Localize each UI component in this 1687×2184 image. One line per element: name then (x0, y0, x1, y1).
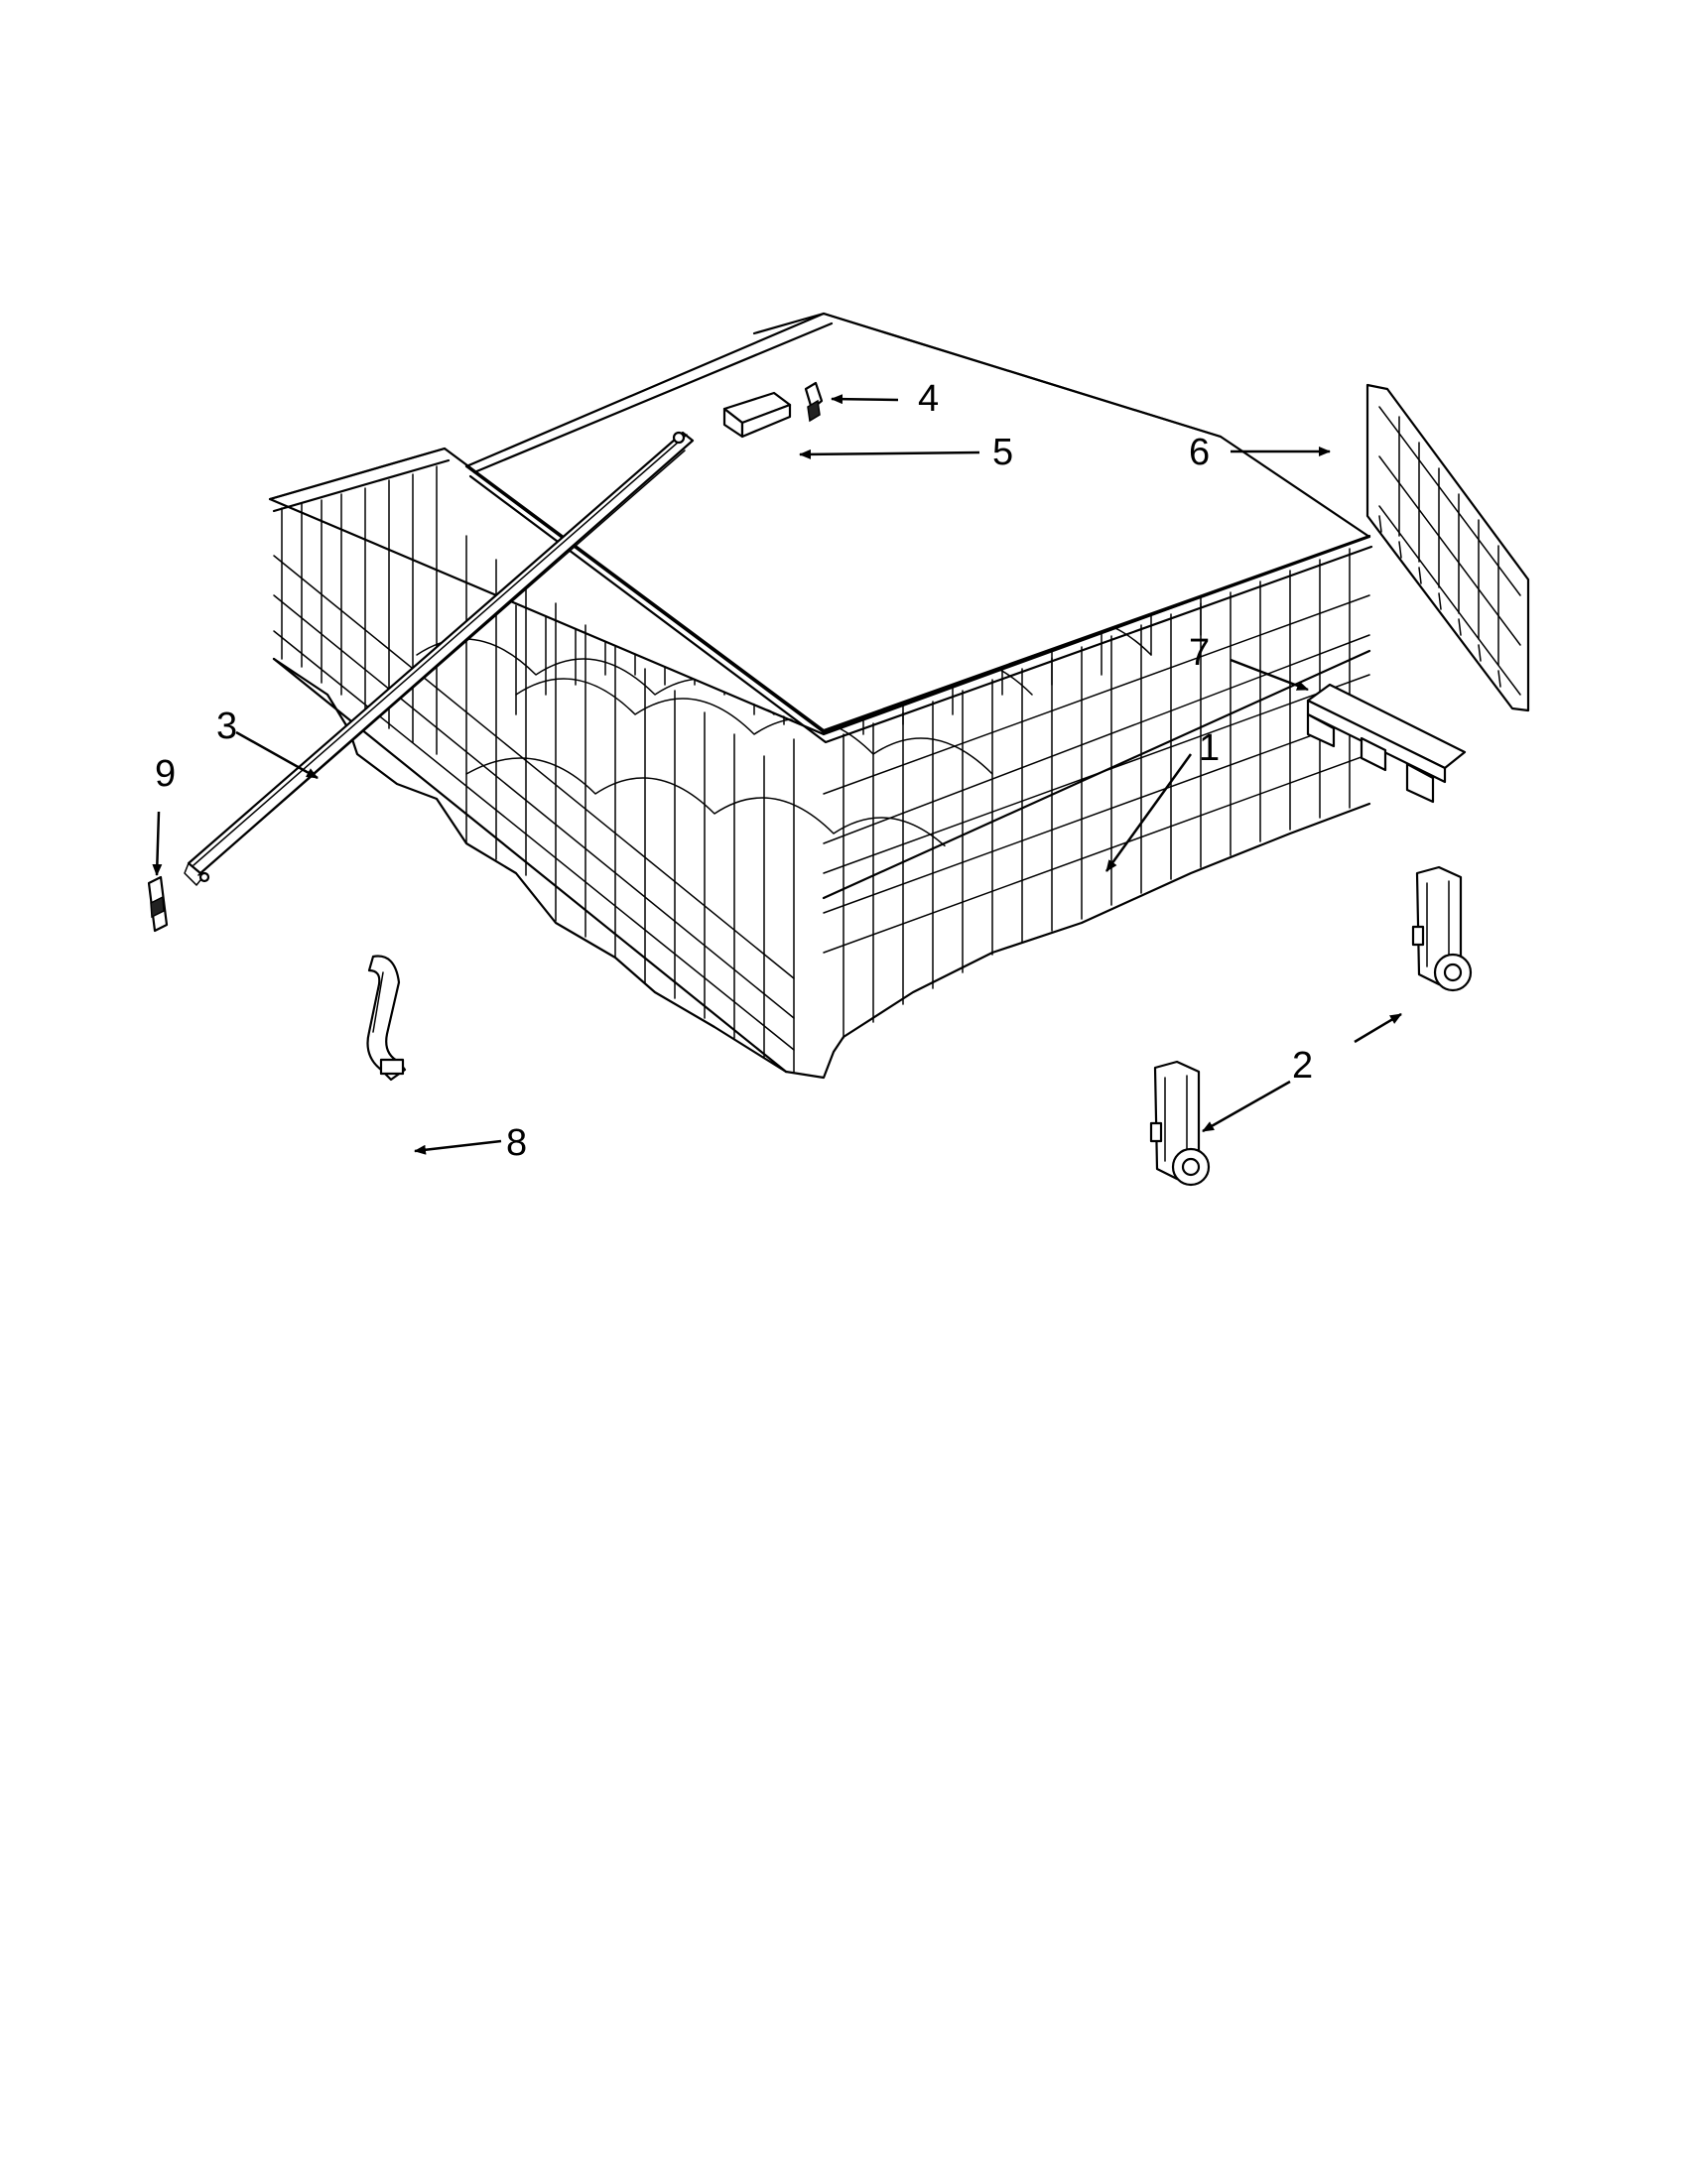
leader-2b (1354, 1012, 1402, 1044)
leader-1 (1104, 753, 1193, 872)
tine-clip (366, 955, 407, 1082)
callout-3: 3 (216, 706, 237, 747)
rack-adjuster-front (1149, 1060, 1211, 1187)
callout-5: 5 (992, 432, 1013, 473)
leader-9 (152, 811, 163, 876)
callout-4: 4 (918, 378, 939, 420)
rack-track-rail (184, 431, 695, 886)
leader-3 (235, 730, 319, 780)
callout-6: 6 (1189, 432, 1210, 473)
callout-1: 1 (1199, 727, 1220, 769)
callout-2: 2 (1292, 1045, 1313, 1087)
leader-lines (152, 394, 1402, 1155)
callout-9: 9 (155, 753, 176, 795)
callout-labels: 1 2 3 4 5 6 7 8 9 (155, 378, 1313, 1164)
leader-5 (799, 449, 980, 459)
leader-8 (414, 1139, 502, 1155)
leader-4 (831, 394, 899, 405)
rail-clip (804, 381, 824, 423)
callout-7: 7 (1189, 632, 1210, 674)
upper-rack-basket (268, 312, 1373, 1080)
rail-stop (722, 391, 792, 439)
shelf-bracket (1306, 683, 1467, 804)
rack-adjuster-rear (1411, 865, 1473, 992)
callout-8: 8 (506, 1122, 527, 1164)
rail-end-cap (147, 875, 169, 933)
leader-7 (1230, 658, 1309, 692)
leader-2a (1202, 1080, 1291, 1133)
fold-down-shelf (1365, 383, 1530, 712)
